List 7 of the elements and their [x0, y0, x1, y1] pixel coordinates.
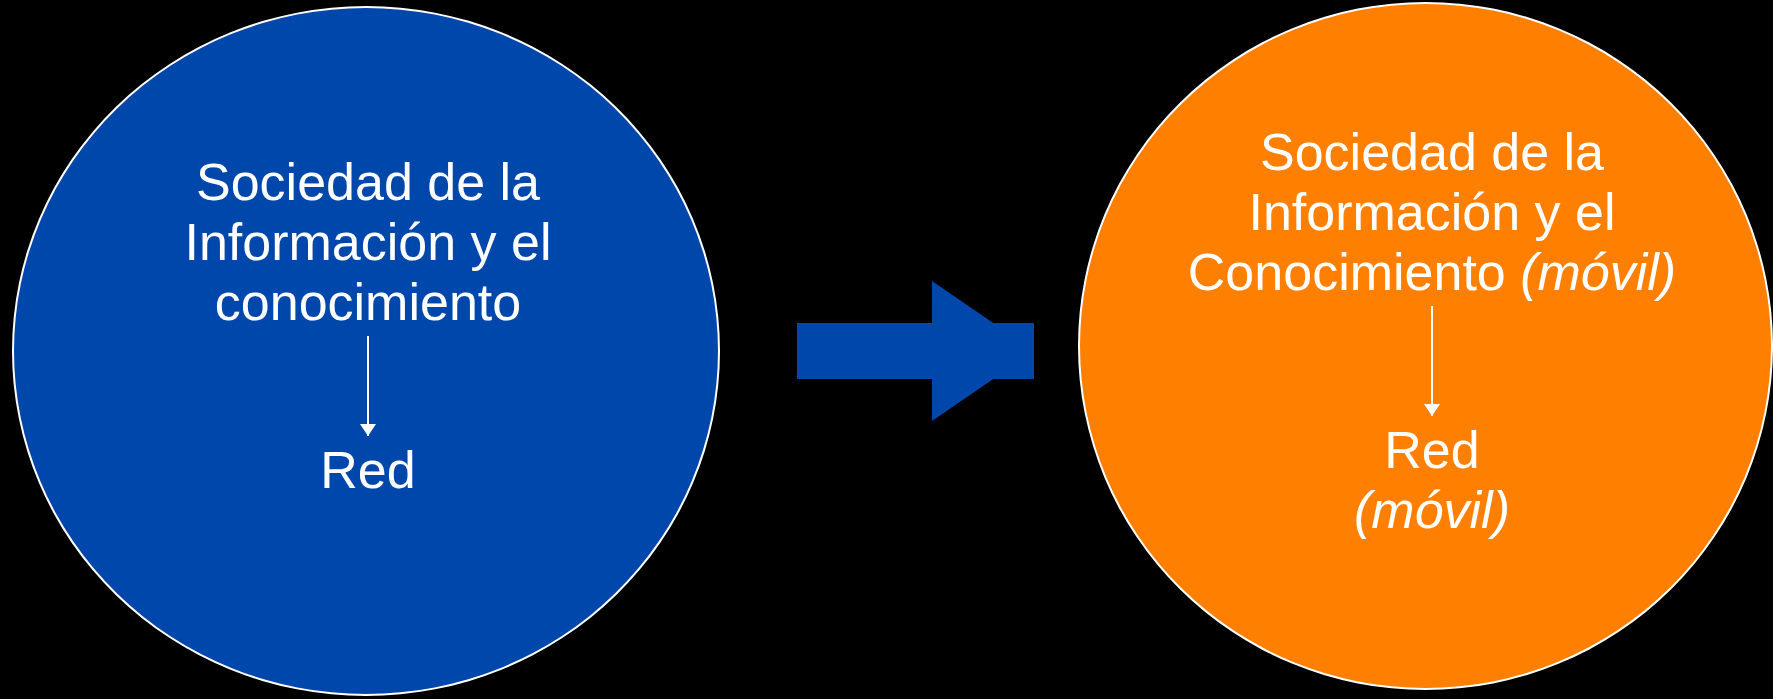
- arrow: [360, 335, 376, 437]
- arrow: [1424, 305, 1440, 417]
- block-arrow: [797, 281, 1034, 421]
- node-text: Sociedad de la Información y el Conocimiento (móvil): [1147, 122, 1717, 302]
- node-text: Sociedad de la Información y el conocimiento: [112, 152, 624, 332]
- node-text: Red (móvil): [1302, 420, 1562, 540]
- node-text: Red: [252, 440, 484, 500]
